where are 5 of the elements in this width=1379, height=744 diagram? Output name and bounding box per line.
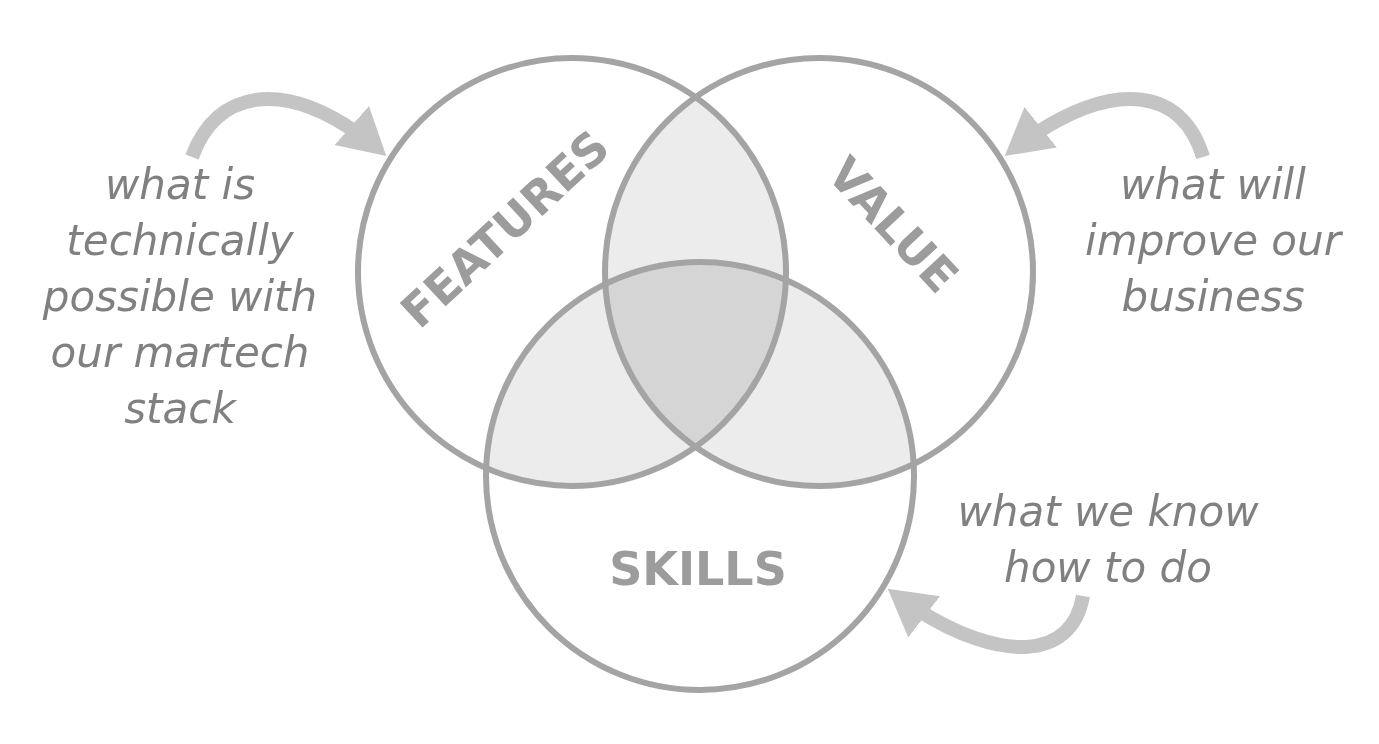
annotation-text: what will improve our business (1078, 157, 1348, 325)
circle-label: SKILLS (609, 546, 787, 592)
annotation-text: what is technically possible with our martech stack (35, 157, 325, 437)
annotation-text: what we know how to do (948, 484, 1268, 596)
venn-circle (355, 55, 789, 489)
